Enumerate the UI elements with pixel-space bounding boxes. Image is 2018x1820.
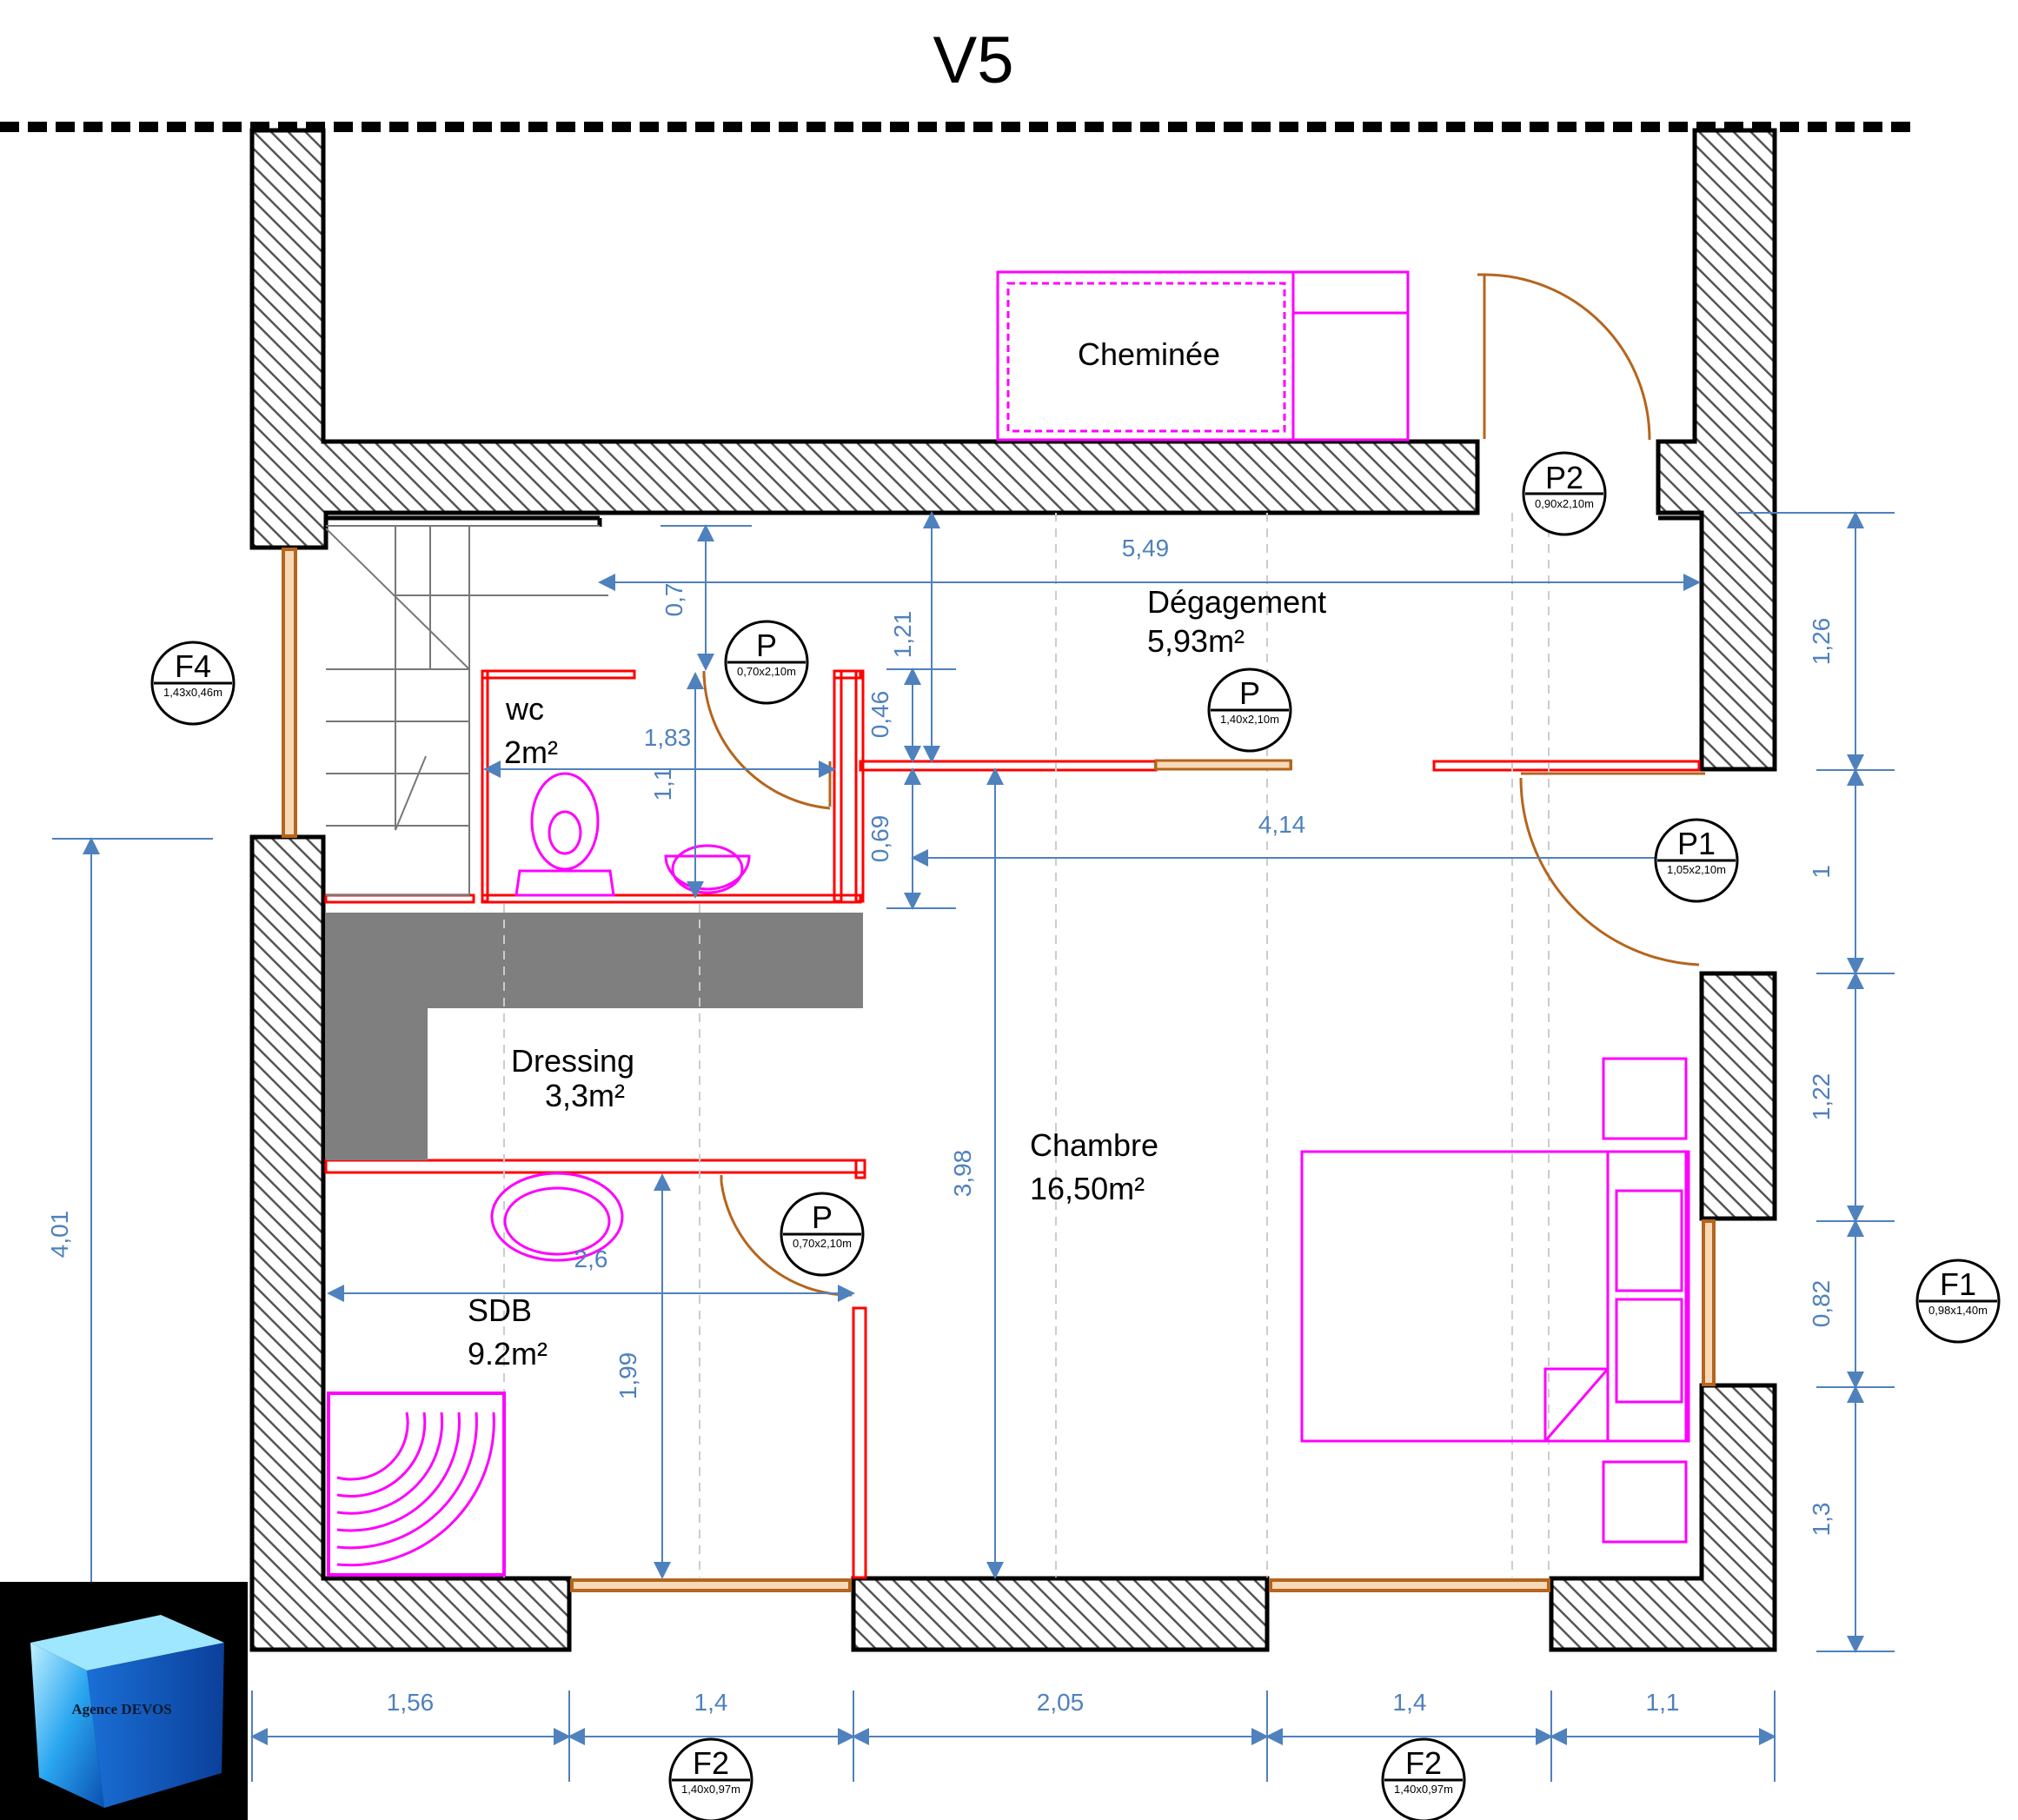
tag-f2-right: F2 1,40x0,97m xyxy=(1381,1737,1466,1820)
room-labels: Cheminée Dégagement 5,93m² wc 2m² Dressi… xyxy=(468,336,1326,1372)
dim-b156: 1,56 xyxy=(387,1689,435,1716)
dim-r1: 1 xyxy=(1808,865,1835,879)
tag-p1-label: P1 xyxy=(1677,826,1716,861)
dim-b14b: 1,4 xyxy=(1393,1689,1427,1716)
tag-f4: F4 1,43x0,46m xyxy=(150,641,236,726)
tag-p2: P2 0,90x2,10m xyxy=(1522,451,1607,536)
plan-title: V5 xyxy=(933,23,1014,97)
dim-07: 0,7 xyxy=(660,583,687,617)
label-degagement-name: Dégagement xyxy=(1147,584,1326,620)
tag-p-sdb: P 0,70x2,10m xyxy=(780,1192,865,1277)
tag-p-chambre-label: P xyxy=(1239,675,1260,711)
dimension-labels: 5,49 0,7 1,21 0,46 1,83 1,1 4,14 0,69 3,… xyxy=(46,535,1835,1716)
tag-f2-right-label: F2 xyxy=(1405,1745,1442,1781)
label-degagement-area: 5,93m² xyxy=(1147,623,1245,659)
dim-r082: 0,82 xyxy=(1808,1280,1835,1328)
dim-549: 5,49 xyxy=(1122,535,1170,561)
doors xyxy=(702,273,1705,1297)
tag-p2-size: 0,90x2,10m xyxy=(1535,497,1594,510)
label-chambre-area: 16,50m² xyxy=(1030,1171,1145,1206)
dim-r126: 1,26 xyxy=(1808,618,1835,666)
label-wc-name: wc xyxy=(505,691,544,727)
tag-p-wc-size: 0,70x2,10m xyxy=(737,665,796,678)
label-sdb-name: SDB xyxy=(468,1292,532,1328)
dim-069: 0,69 xyxy=(866,815,893,863)
tag-f2-right-size: 1,40x0,97m xyxy=(1394,1783,1453,1796)
staircase xyxy=(325,525,608,896)
label-chambre-name: Chambre xyxy=(1030,1127,1158,1163)
dim-414: 4,14 xyxy=(1258,811,1306,838)
tag-f2-left: F2 1,40x0,97m xyxy=(668,1737,753,1820)
label-cheminee: Cheminée xyxy=(1078,336,1220,372)
tag-p-chambre-size: 1,40x2,10m xyxy=(1220,713,1279,726)
dim-199: 1,99 xyxy=(614,1352,641,1400)
tag-f2-left-label: F2 xyxy=(693,1745,729,1781)
opening-tags: P2 0,90x2,10m P 0,70x2,10m P 1,40x2,10m … xyxy=(150,451,2001,1820)
dimension-lines xyxy=(52,511,1895,1782)
dim-11: 1,1 xyxy=(649,767,676,801)
dim-b11: 1,1 xyxy=(1646,1689,1680,1716)
logo-text: Agence DEVOS xyxy=(71,1701,171,1717)
label-wc-area: 2m² xyxy=(504,734,558,770)
tag-p-wc: P 0,70x2,10m xyxy=(724,620,809,705)
tag-p1: P1 1,05x2,10m xyxy=(1654,818,1739,903)
tag-p1-size: 1,05x2,10m xyxy=(1667,863,1726,876)
agence-logo: Agence DEVOS xyxy=(0,1582,248,1820)
dim-046: 0,46 xyxy=(866,691,893,739)
guide-lines xyxy=(503,513,1550,1578)
tag-p-wc-label: P xyxy=(756,628,777,663)
tag-p-chambre: P 1,40x2,10m xyxy=(1207,668,1292,753)
label-sdb-area: 9.2m² xyxy=(468,1336,548,1372)
dim-401: 4,01 xyxy=(46,1211,73,1259)
tag-p2-label: P2 xyxy=(1545,460,1583,495)
windows xyxy=(282,548,1716,1592)
walls xyxy=(249,128,1777,1652)
tag-f1-label: F1 xyxy=(1940,1266,1976,1302)
tag-f1: F1 0,98x1,40m xyxy=(1915,1259,2001,1344)
dim-121: 1,21 xyxy=(889,611,916,659)
tag-p-sdb-size: 0,70x2,10m xyxy=(793,1237,852,1250)
tag-f4-size: 1,43x0,46m xyxy=(163,686,222,699)
dim-b205: 2,05 xyxy=(1037,1689,1085,1716)
tag-f2-left-size: 1,40x0,97m xyxy=(681,1783,740,1796)
label-dressing-name: Dressing xyxy=(511,1043,634,1079)
label-dressing-area: 3,3m² xyxy=(545,1078,625,1113)
dim-r122: 1,22 xyxy=(1808,1073,1835,1121)
tag-f4-label: F4 xyxy=(175,648,211,684)
tag-f1-size: 0,98x1,40m xyxy=(1928,1304,1988,1317)
dim-r13: 1,3 xyxy=(1808,1503,1835,1537)
dim-398: 3,98 xyxy=(949,1150,976,1198)
dim-26: 2,6 xyxy=(574,1245,608,1272)
interior-outline xyxy=(326,515,1704,769)
dim-183: 1,83 xyxy=(644,724,692,751)
dim-b14a: 1,4 xyxy=(694,1689,728,1716)
tag-p-sdb-label: P xyxy=(812,1199,833,1235)
dressing-shelves xyxy=(326,913,863,1160)
